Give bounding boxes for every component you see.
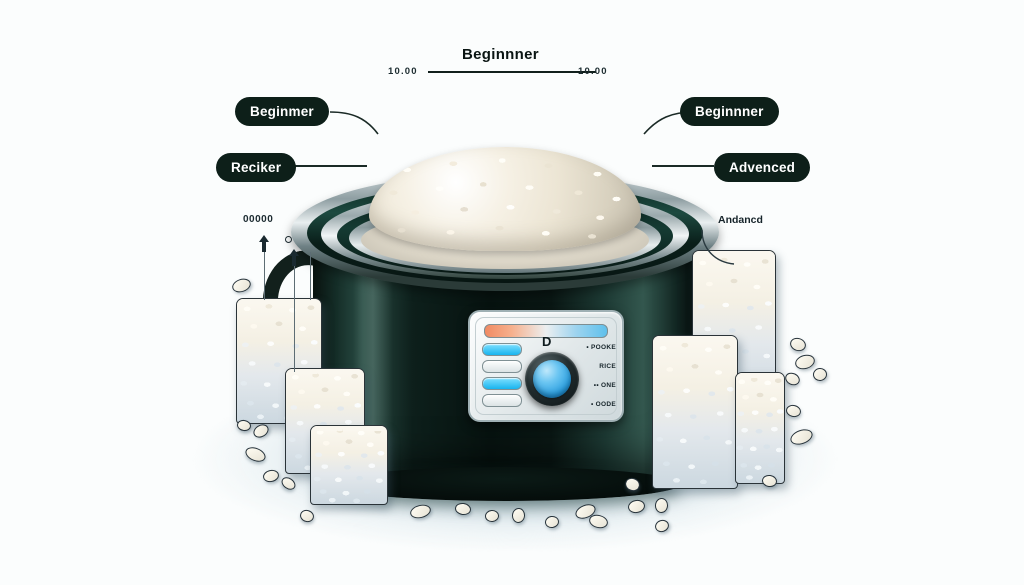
mode-label-1: • POOKE bbox=[586, 344, 616, 351]
rice-block-left-3 bbox=[310, 425, 388, 505]
arrow-up-icon bbox=[288, 248, 300, 268]
control-panel[interactable]: D • POOKE RICE •• ONE • OODE bbox=[468, 310, 624, 422]
measurement-dot bbox=[285, 236, 292, 243]
header-underline bbox=[428, 71, 596, 73]
label-left-bottom[interactable]: Reciker bbox=[216, 153, 297, 182]
label-right-bottom[interactable]: Advenced bbox=[714, 153, 811, 182]
leader-line-right-bottom bbox=[652, 165, 714, 167]
panel-bezel bbox=[475, 317, 617, 415]
page-title: Beginnner bbox=[462, 46, 539, 63]
knob-label: D bbox=[542, 334, 552, 349]
rice-grain bbox=[230, 276, 253, 295]
label-right-top[interactable]: Beginnner bbox=[680, 97, 779, 126]
rice-block-right-2 bbox=[652, 335, 738, 489]
panel-button-4[interactable] bbox=[482, 394, 522, 407]
temperature-gradient-bar bbox=[484, 324, 608, 338]
knob-face[interactable] bbox=[533, 360, 571, 398]
arrow-up-icon-2 bbox=[286, 252, 298, 272]
leader-line-left-top bbox=[329, 111, 379, 135]
panel-button-3[interactable] bbox=[482, 377, 522, 390]
label-left-top[interactable]: Beginmer bbox=[235, 97, 329, 126]
mode-label-4: • OODE bbox=[590, 401, 616, 408]
tick-line-2 bbox=[294, 262, 296, 372]
rice-mound bbox=[369, 147, 641, 251]
panel-button-2[interactable] bbox=[482, 360, 522, 373]
tick-line-1 bbox=[264, 248, 266, 300]
rice-block-right-3 bbox=[735, 372, 785, 484]
label-right-plain: Andancd bbox=[718, 214, 763, 226]
panel-button-1[interactable] bbox=[482, 343, 522, 356]
measurement-curve-right bbox=[701, 229, 735, 265]
rice-grain bbox=[788, 335, 808, 354]
tick-line-3 bbox=[310, 252, 312, 300]
mode-label-2: RICE bbox=[599, 363, 616, 370]
header-right-value: 10.00 bbox=[578, 66, 608, 77]
arrow-up-icon bbox=[258, 234, 270, 254]
header-left-value: 10.00 bbox=[388, 66, 418, 77]
leader-line-left-bottom bbox=[285, 165, 367, 167]
control-knob[interactable] bbox=[525, 352, 579, 406]
measurement-zeros: 00000 bbox=[243, 214, 274, 225]
mode-label-3: •• ONE bbox=[593, 382, 616, 389]
